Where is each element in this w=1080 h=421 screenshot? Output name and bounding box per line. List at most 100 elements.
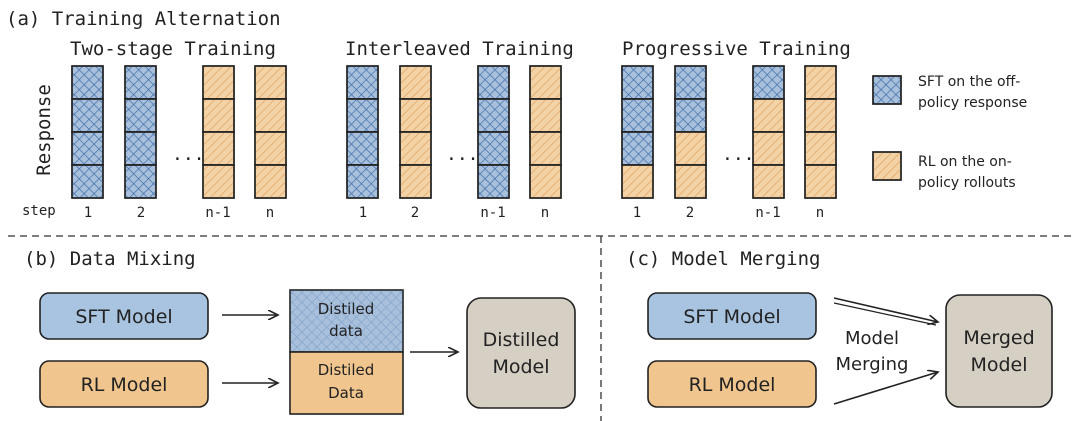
- rl-cell-hatch: [804, 65, 837, 100]
- step-label: step: [22, 203, 56, 219]
- step-tick: 1: [84, 205, 92, 221]
- step-tick: 1: [359, 205, 367, 221]
- sft-cell-hatch: [124, 65, 157, 100]
- sft-cell-hatch: [346, 131, 379, 166]
- rl-model-box: [39, 360, 209, 408]
- step-tick: n: [266, 205, 274, 221]
- step-tick: n-1: [755, 205, 780, 221]
- sft-cell-hatch: [621, 98, 654, 133]
- rl-cell-hatch: [621, 164, 654, 199]
- panel-title: Interleaved Training: [345, 38, 574, 60]
- sft-model-box: [39, 292, 209, 340]
- legend-swatch-sft-hatch: [872, 75, 902, 105]
- legend-swatch-rl-hatch: [872, 151, 902, 181]
- rl-model-label: RL Model: [81, 374, 168, 396]
- rl-cell-hatch: [674, 131, 707, 166]
- section-a-title: (a) Training Alternation: [6, 8, 281, 30]
- distilled-model-line2: Model: [492, 356, 549, 378]
- sft-cell-hatch: [477, 98, 510, 133]
- panel-columns: [346, 65, 562, 199]
- legend-sft-line1: SFT on the off-: [918, 74, 1020, 90]
- sft-data-block-hatch: [290, 290, 403, 352]
- section-c: (c) Model Merging SFT Model RL Model Mod…: [626, 248, 1053, 408]
- ellipsis: ...: [172, 144, 205, 165]
- rl-cell-hatch: [529, 164, 562, 199]
- sft-cell-hatch: [346, 164, 379, 199]
- sft-cell-hatch: [674, 98, 707, 133]
- rl-model-box: [647, 360, 817, 408]
- rl-cell-hatch: [752, 164, 785, 199]
- panel-columns: [71, 65, 287, 199]
- ellipsis: ...: [446, 144, 479, 165]
- legend-rl-line2: policy rollouts: [918, 175, 1016, 191]
- rl-cell-hatch: [804, 98, 837, 133]
- panel-two-stage: Two-stage Training ... 1 2 n-1 n: [70, 38, 287, 221]
- rl-cell-hatch: [202, 131, 235, 166]
- sft-cell-hatch: [346, 98, 379, 133]
- merged-model-line2: Model: [970, 354, 1027, 376]
- arrow-rl-to-merged: [833, 372, 938, 405]
- merged-model-box: [945, 294, 1053, 408]
- sft-cell-hatch: [124, 164, 157, 199]
- rl-cell-hatch: [752, 131, 785, 166]
- step-tick: 2: [686, 205, 694, 221]
- legend-sft-line2: policy response: [918, 95, 1027, 111]
- panel-title: Progressive Training: [622, 38, 851, 60]
- arrow-sft-to-merged-2: [833, 302, 937, 326]
- distilled-model-line1: Distilled: [483, 329, 560, 351]
- rl-cell-hatch: [202, 164, 235, 199]
- sft-cell-hatch: [124, 131, 157, 166]
- rl-data-line2: Data: [328, 384, 364, 402]
- panel-progressive: Progressive Training ... 1 2 n-1 n: [621, 38, 851, 221]
- panel-interleaved: Interleaved Training ... 1 2 n-1 n: [345, 38, 574, 221]
- merge-label-line2: Merging: [836, 354, 909, 375]
- rl-cell-hatch: [399, 164, 432, 199]
- rl-cell-hatch: [804, 164, 837, 199]
- rl-model-label: RL Model: [689, 374, 776, 396]
- section-b-title: (b) Data Mixing: [24, 248, 196, 270]
- sft-cell-hatch: [621, 65, 654, 100]
- panel-title: Two-stage Training: [70, 38, 276, 60]
- rl-cell-hatch: [529, 65, 562, 100]
- rl-cell-hatch: [254, 164, 287, 199]
- legend-rl-line1: RL on the on-: [918, 154, 1012, 170]
- sft-data-line1: Distiled: [318, 300, 375, 318]
- section-b: (b) Data Mixing SFT Model RL Model Disti…: [24, 248, 576, 415]
- step-tick: n-1: [480, 205, 505, 221]
- rl-cell-hatch: [752, 98, 785, 133]
- sft-cell-hatch: [621, 131, 654, 166]
- sft-cell-hatch: [71, 65, 104, 100]
- rl-cell-hatch: [399, 65, 432, 100]
- rl-data-block: [289, 351, 404, 415]
- rl-cell-hatch: [529, 98, 562, 133]
- step-tick: 1: [633, 205, 641, 221]
- sft-cell-hatch: [477, 164, 510, 199]
- sft-cell-hatch: [477, 131, 510, 166]
- rl-cell-hatch: [254, 65, 287, 100]
- rl-cell-hatch: [254, 131, 287, 166]
- step-tick: n: [816, 205, 824, 221]
- section-a: (a) Training Alternation Response step T…: [6, 8, 1027, 221]
- sft-cell-hatch: [71, 131, 104, 166]
- step-tick: 2: [137, 205, 145, 221]
- sft-data-line2: data: [329, 322, 363, 340]
- rl-cell-hatch: [202, 65, 235, 100]
- rl-cell-hatch: [399, 131, 432, 166]
- step-tick: n-1: [205, 205, 230, 221]
- sft-cell-hatch: [477, 65, 510, 100]
- rl-cell-hatch: [804, 131, 837, 166]
- sft-cell-hatch: [124, 98, 157, 133]
- sft-cell-hatch: [674, 65, 707, 100]
- sft-model-label: SFT Model: [683, 306, 780, 328]
- sft-cell-hatch: [71, 164, 104, 199]
- rl-cell-hatch: [529, 131, 562, 166]
- sft-cell-hatch: [346, 65, 379, 100]
- sft-cell-hatch: [752, 65, 785, 100]
- rl-cell-hatch: [674, 164, 707, 199]
- rl-cell-hatch: [254, 98, 287, 133]
- rl-cell-hatch: [202, 98, 235, 133]
- rl-data-line1: Distiled: [318, 361, 375, 379]
- arrow-sft-to-merged: [833, 297, 938, 322]
- y-axis-label: Response: [33, 84, 55, 176]
